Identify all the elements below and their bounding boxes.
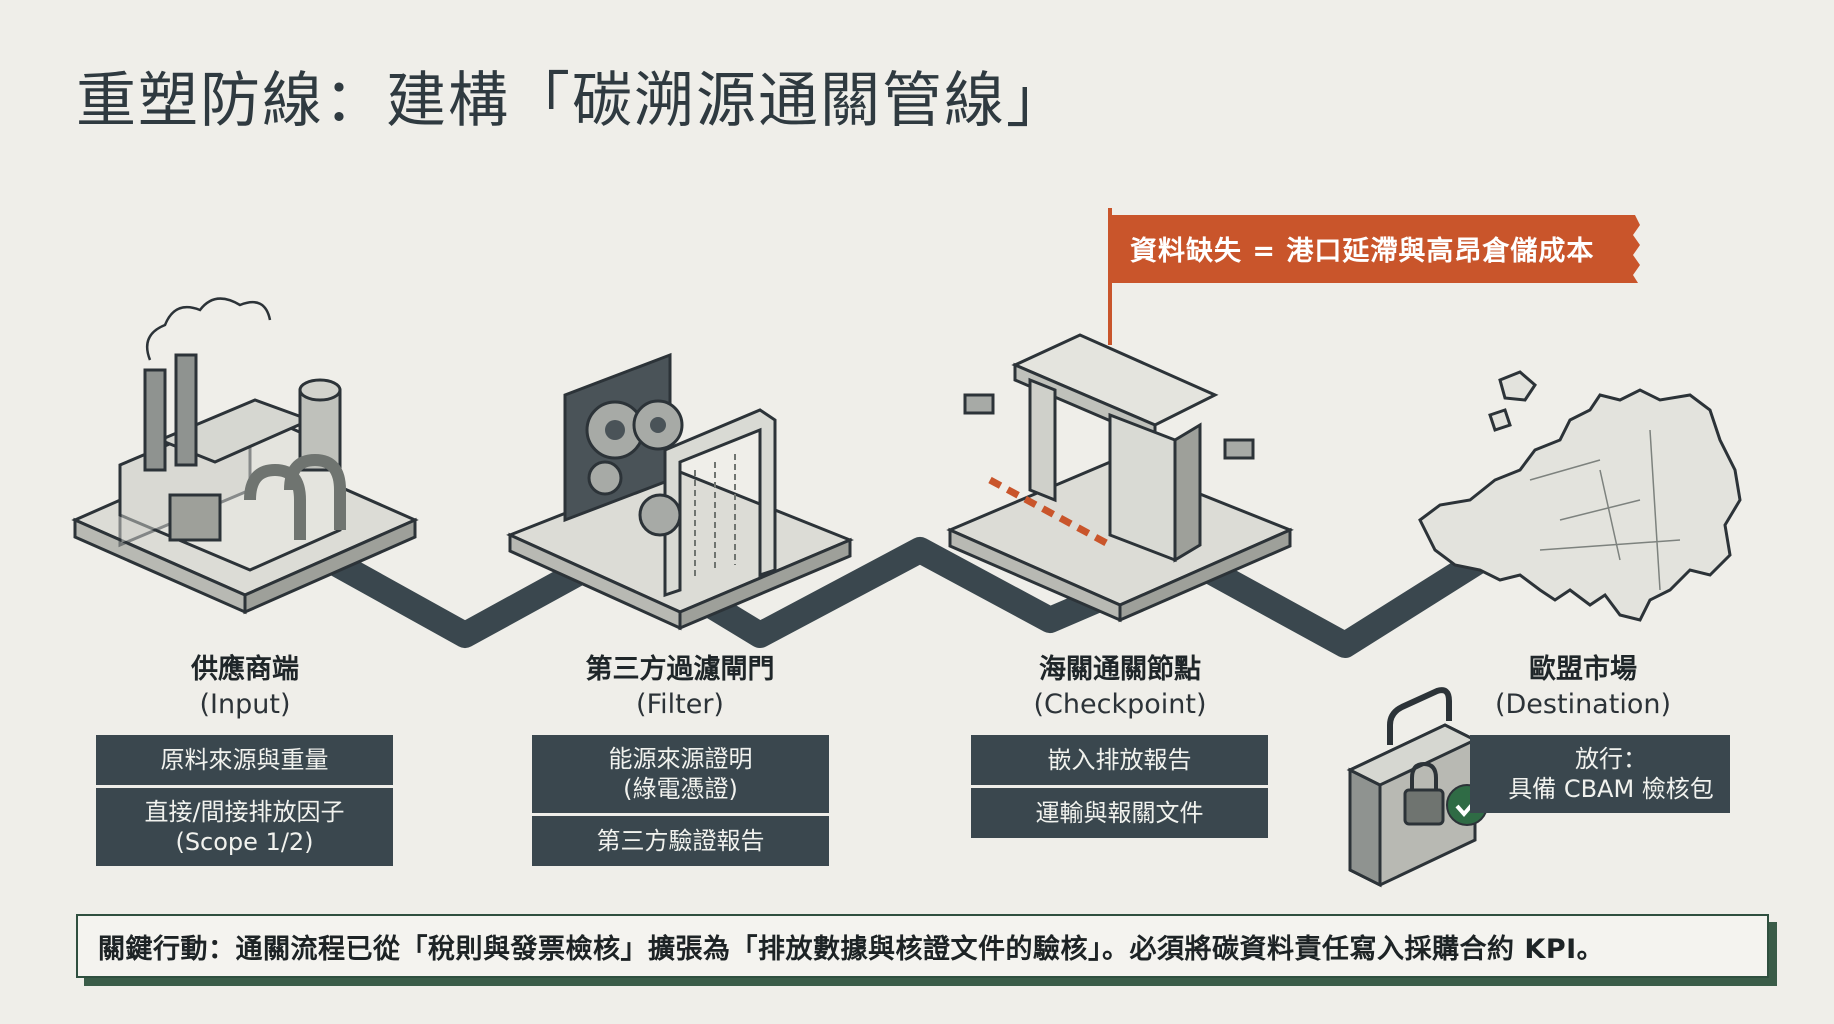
info-box-line: (Scope 1/2)	[175, 828, 314, 856]
info-box-line: 運輸與報關文件	[1035, 799, 1204, 827]
info-box: 運輸與報關文件	[971, 788, 1268, 838]
stage-destination: 歐盟市場 (Destination)	[1423, 652, 1743, 722]
info-box-line: 原料來源與重量	[160, 746, 329, 774]
info-box-line: 放行：	[1575, 745, 1647, 773]
gear-filter-icon	[506, 352, 854, 631]
page-title: 重塑防線：建構「碳溯源通關管線」	[76, 66, 1068, 136]
info-box-line: (綠電憑證)	[623, 775, 738, 803]
stage-subtitle: (Checkpoint)	[1033, 689, 1207, 720]
info-box-line: 直接/間接排放因子	[144, 798, 345, 826]
info-box-line: 第三方驗證報告	[596, 827, 765, 855]
stage-checkpoint: 海關通關節點 (Checkpoint)	[960, 652, 1280, 722]
stage-name: 歐盟市場	[1529, 654, 1637, 685]
info-box: 第三方驗證報告	[532, 816, 829, 866]
info-box-line: 能源來源證明	[608, 745, 753, 773]
factory-icon	[71, 297, 419, 615]
briefcase-lock-icon	[1346, 687, 1479, 888]
stage-filter: 第三方過濾閘門 (Filter)	[520, 652, 840, 722]
stage-input: 供應商端 (Input)	[85, 652, 405, 722]
warning-flag	[1108, 208, 1640, 345]
info-box-line: 具備 CBAM 檢核包	[1508, 775, 1714, 803]
key-action-banner: 關鍵行動：通關流程已從「稅則與發票檢核」擴張為「排放數據與核證文件的驗核」。必須…	[76, 914, 1769, 978]
info-box: 原料來源與重量	[96, 735, 393, 785]
stage-subtitle: (Destination)	[1494, 689, 1671, 720]
stage-name: 海關通關節點	[1039, 654, 1201, 685]
info-box-line: 嵌入排放報告	[1047, 746, 1192, 774]
stage-name: 供應商端	[191, 654, 299, 685]
stage-subtitle: (Input)	[199, 689, 291, 720]
customs-gate-icon	[946, 333, 1294, 623]
stage-name: 第三方過濾閘門	[585, 654, 775, 685]
pipeline-path	[323, 537, 1487, 658]
info-box: 直接/間接排放因子 (Scope 1/2)	[96, 788, 393, 866]
info-box: 嵌入排放報告	[971, 735, 1268, 785]
info-box: 放行： 具備 CBAM 檢核包	[1470, 735, 1730, 813]
stage-subtitle: (Filter)	[636, 689, 724, 720]
info-box: 能源來源證明 (綠電憑證)	[532, 735, 829, 813]
warning-flag-label: 資料缺失 = 港口延滯與高昂倉儲成本	[1130, 236, 1595, 267]
europe-map-icon	[1418, 370, 1742, 622]
